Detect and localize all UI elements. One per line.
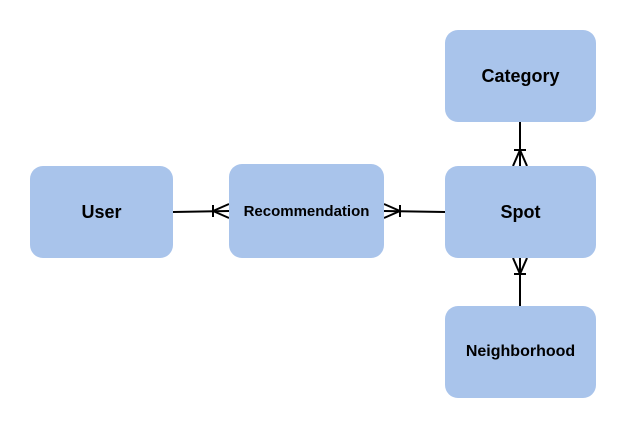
- edge-user-recommendation: [172, 210, 230, 213]
- entity-neighborhood-label: Neighborhood: [465, 343, 576, 360]
- crowfoot-recommendation-right-upper: [383, 203, 401, 212]
- crowfoot-recommendation-upper: [212, 203, 230, 212]
- entity-user-label: User: [81, 201, 122, 222]
- crowfoot-spot-bottom-right: [519, 257, 528, 275]
- crowfoot-recommendation-lower: [212, 210, 230, 219]
- entity-spot[interactable]: Spot: [445, 166, 596, 258]
- entity-category[interactable]: Category: [445, 30, 596, 122]
- entity-recommendation[interactable]: Recommendation: [229, 164, 384, 258]
- entity-neighborhood[interactable]: Neighborhood: [445, 306, 596, 398]
- edge-recommendation-spot: [383, 210, 446, 213]
- crowfoot-spot-top-left: [512, 149, 521, 167]
- entity-user[interactable]: User: [30, 166, 173, 258]
- crowfoot-spot-bottom-left: [512, 257, 521, 275]
- entity-spot-label: Spot: [500, 201, 541, 222]
- crowfoot-spot-top-right: [519, 149, 528, 167]
- entity-recommendation-label: Recommendation: [243, 202, 370, 220]
- entity-category-label: Category: [481, 65, 560, 86]
- crowfoot-recommendation-right-lower: [383, 210, 401, 219]
